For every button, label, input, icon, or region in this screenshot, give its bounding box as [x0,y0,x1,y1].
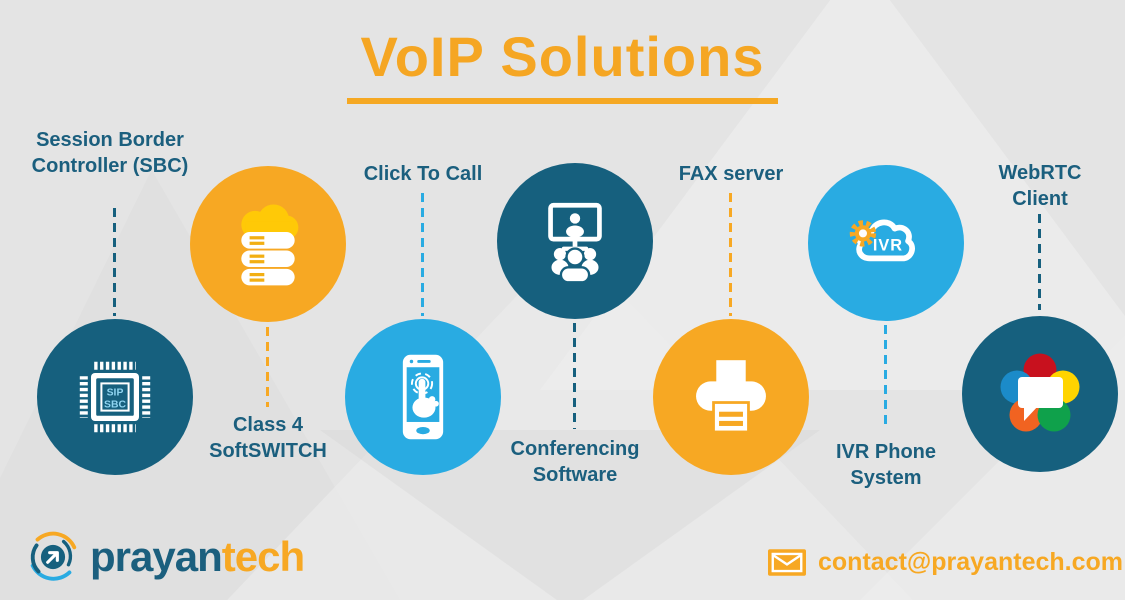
webrtc-logo-icon [1000,353,1080,432]
video-conference-icon [548,202,602,284]
item-circle-sbc: SIP SBC [37,319,193,475]
item-label-fax: FAX server [678,163,784,185]
svg-text:IVR: IVR [873,237,903,255]
item-label-ivr: IVR Phone System [835,441,936,489]
item-circle-fax [653,319,809,475]
server-stack-icon [241,204,299,286]
item-circle-conferencing [497,163,653,319]
brand-logo: prayantech [24,528,305,586]
svg-text:SBC: SBC [104,399,126,410]
connector-line [573,323,576,429]
item-circle-ivr: IVR [808,165,964,321]
connector-line [1038,214,1041,310]
fax-printer-icon [696,360,766,434]
svg-text:SIP: SIP [107,387,124,398]
item-circle-webrtc [962,316,1118,472]
brand-name: prayantech [90,528,305,586]
envelope-icon [768,549,806,576]
brand-name-secondary: tech [221,533,305,580]
contact-block: contact@prayantech.com [768,548,1123,577]
click-to-call-icon [402,354,444,440]
connector-line [113,208,116,316]
item-label-sbc: Session Border Controller (SBC) [31,129,189,177]
brand-name-primary: prayan [90,533,223,580]
item-label-webrtc: WebRTC Client [998,162,1082,210]
connector-line [266,327,269,407]
brand-logo-icon [30,531,77,581]
page-title: VoIP Solutions [346,24,779,104]
connector-line [729,193,732,316]
item-label-click-to-call: Click To Call [363,163,483,185]
ivr-cloud-icon: IVR [849,219,915,262]
item-label-conferencing: Conferencing Software [510,438,640,486]
item-label-softswitch: Class 4 SoftSWITCH [209,414,327,462]
connector-line [884,325,887,430]
chip-icon: SIP SBC [79,361,151,433]
page-title-wrap: VoIP Solutions [0,24,1125,104]
connector-line [421,193,424,316]
contact-email: contact@prayantech.com [818,548,1124,576]
item-circle-click-to-call [345,319,501,475]
item-circle-softswitch [190,166,346,322]
